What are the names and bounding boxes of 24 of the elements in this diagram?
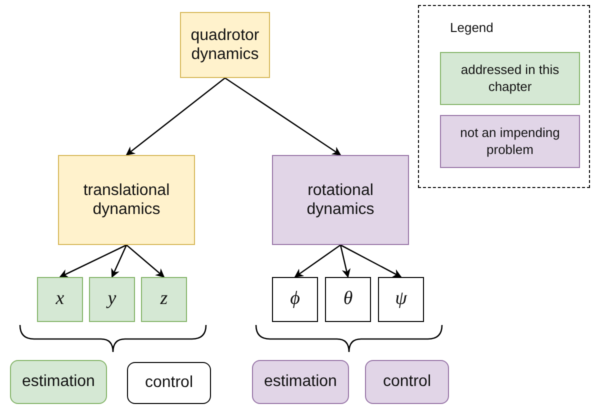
- task-box: estimation: [252, 360, 349, 404]
- variable-box: x: [37, 277, 83, 322]
- variable-box: ϕ: [272, 277, 318, 322]
- legend-text: not an impending problem: [459, 124, 561, 159]
- process-box: rotational dynamics: [272, 155, 409, 245]
- task-box: control: [365, 360, 449, 404]
- variable-box: z: [141, 277, 187, 322]
- variable-box: θ: [325, 277, 371, 322]
- process-box: quadrotor dynamics: [180, 12, 270, 78]
- arrow: [340, 244, 402, 278]
- variable-box: ψ: [378, 277, 424, 322]
- arrow: [59, 244, 127, 278]
- arrow: [294, 244, 341, 278]
- task-box: control: [127, 362, 211, 404]
- arrow: [111, 244, 128, 278]
- legend-text: addressed in this chapter: [460, 61, 560, 96]
- legend-title: Legend: [450, 20, 494, 35]
- arrow: [224, 77, 342, 156]
- arrow: [126, 244, 165, 278]
- arrow: [126, 77, 226, 156]
- process-box: translational dynamics: [58, 155, 195, 245]
- variable-box: y: [89, 277, 135, 322]
- task-box: estimation: [10, 360, 107, 404]
- arrow: [340, 244, 351, 278]
